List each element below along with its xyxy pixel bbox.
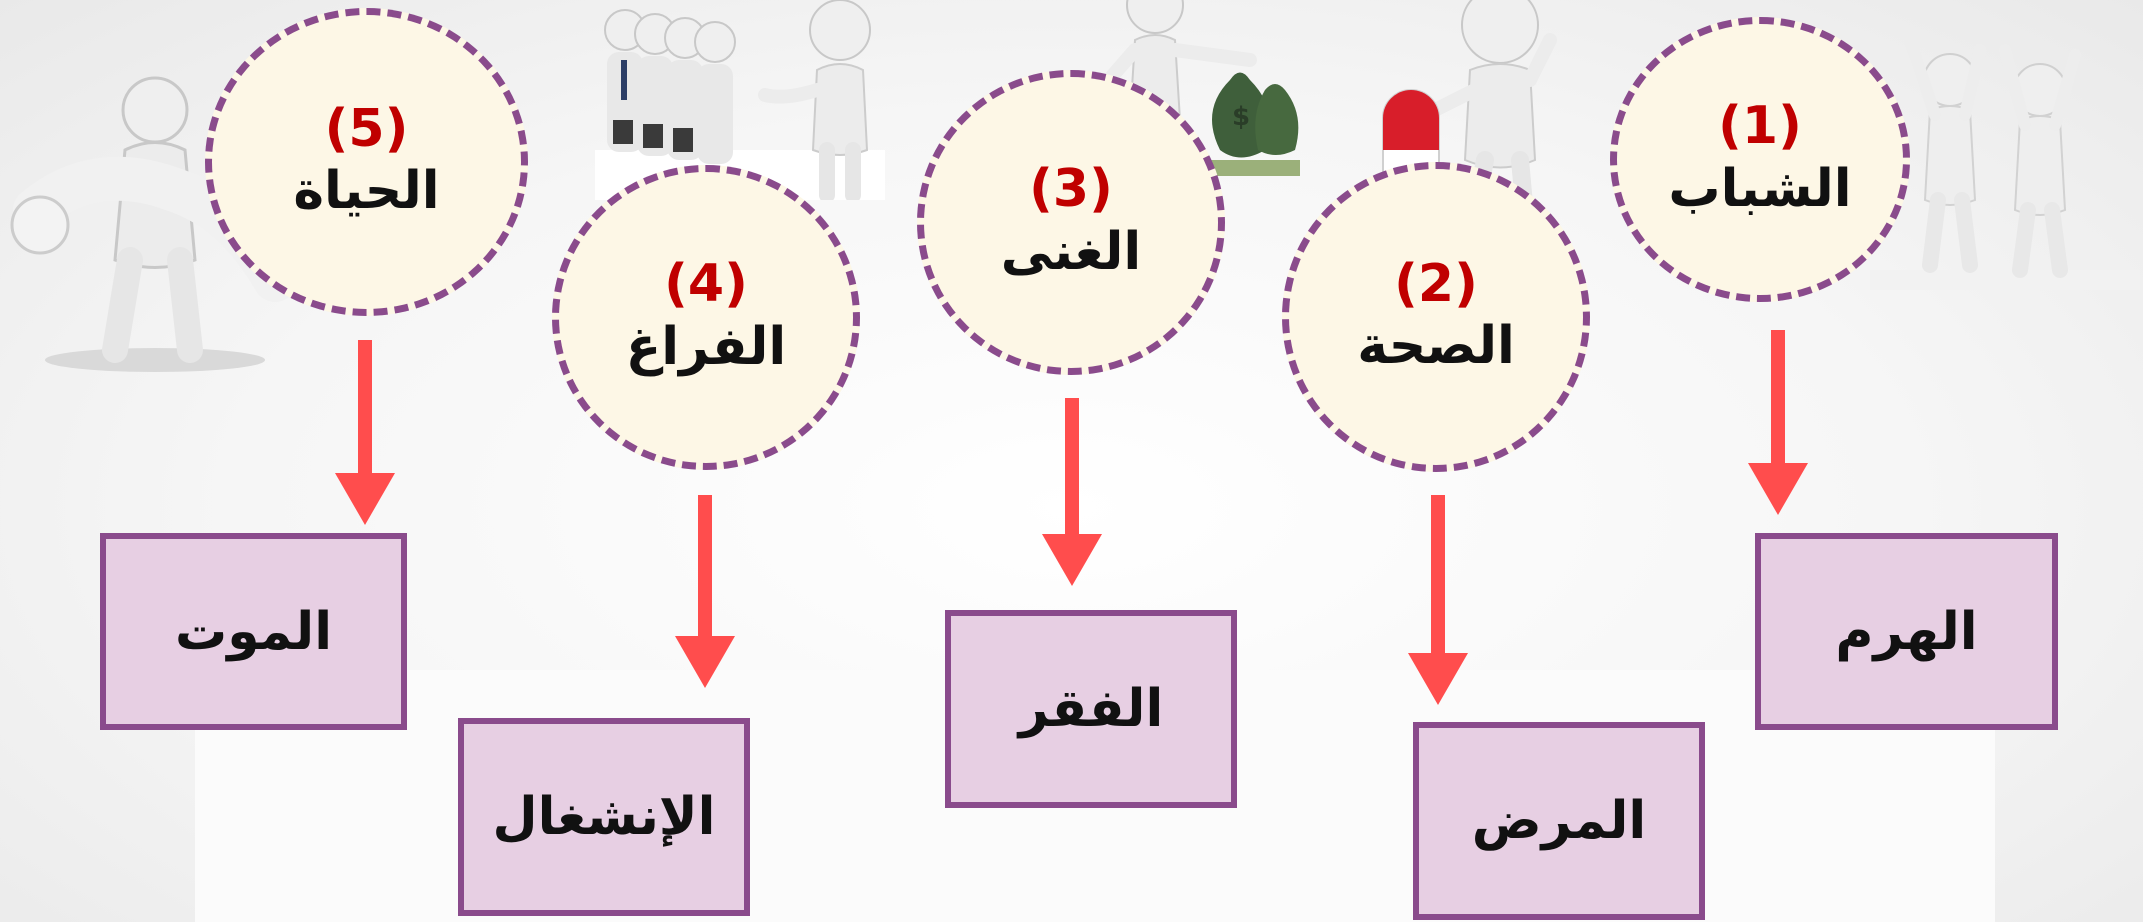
arrow-head (1408, 653, 1468, 705)
blessing-label: الفراغ (625, 316, 787, 377)
item-number: (4) (664, 254, 748, 315)
arrow-head (1042, 534, 1102, 586)
svg-text:$: $ (1232, 102, 1250, 132)
item-number: (5) (324, 98, 409, 159)
arrow-shaft (698, 495, 712, 643)
arrow-item-3 (1042, 398, 1102, 586)
item-number: (2) (1394, 253, 1478, 314)
arrow-head (675, 636, 735, 688)
blessing-label: الصحة (1357, 316, 1515, 377)
circle-item-3: (3) الغنى (917, 70, 1225, 375)
arrow-shaft (1065, 398, 1079, 541)
blessing-label: الغنى (1000, 221, 1142, 282)
arrow-shaft (1771, 330, 1785, 470)
circle-item-4: (4) الفراغ (552, 165, 860, 470)
box-item-2: المرض (1413, 722, 1705, 920)
box-item-3: الفقر (945, 610, 1237, 808)
celebrating-figures-icon (1830, 10, 2140, 300)
blessing-label: الحياة (293, 161, 440, 222)
box-item-5: الموت (100, 533, 407, 730)
box-item-1: الهرم (1755, 533, 2058, 730)
arrow-item-5 (335, 340, 395, 525)
box-item-4: الإنشغال (458, 718, 750, 916)
item-number: (1) (1718, 96, 1802, 157)
arrow-head (1748, 463, 1808, 515)
circle-item-1: (1) الشباب (1610, 17, 1910, 302)
arrow-shaft (358, 340, 372, 480)
circle-item-5: (5) الحياة (205, 8, 528, 316)
arrow-item-4 (675, 495, 735, 688)
arrow-shaft (1431, 495, 1445, 660)
arrow-item-1 (1748, 330, 1808, 515)
circle-item-2: (2) الصحة (1282, 162, 1590, 472)
item-number: (3) (1029, 159, 1113, 220)
blessing-label: الشباب (1668, 158, 1852, 219)
arrow-item-2 (1408, 495, 1468, 705)
arrow-head (335, 473, 395, 525)
